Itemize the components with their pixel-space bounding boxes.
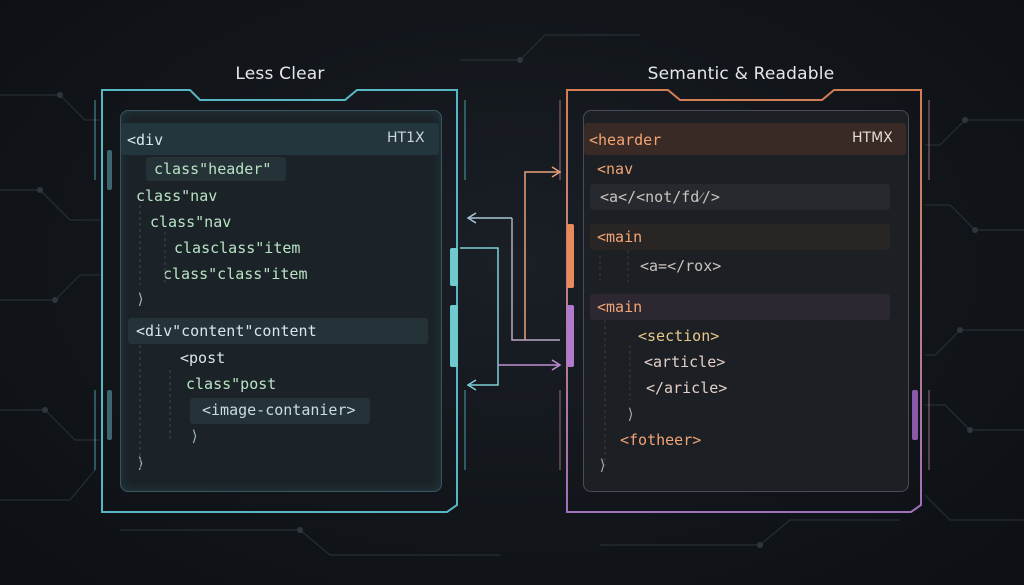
- right-code-line: ⟩: [598, 456, 608, 474]
- right-header-highlight: [584, 123, 906, 155]
- left-code-line: class"header": [154, 160, 272, 178]
- right-code-line: </aricle>: [646, 379, 728, 397]
- right-code-line: <main: [597, 228, 643, 246]
- right-code-line: <hearder: [589, 131, 662, 149]
- left-side-tab: [450, 305, 458, 367]
- right-code-line: <a=</rox>: [640, 257, 722, 275]
- right-line-highlight: [590, 224, 890, 250]
- left-line-highlight: [190, 398, 370, 424]
- left-code-line: <post: [180, 349, 226, 367]
- left-code-line: class"post: [186, 375, 277, 393]
- right-frame: [566, 89, 922, 513]
- left-line-highlight: [128, 318, 428, 344]
- right-code-line: <a</<not/fd⁄/>: [600, 188, 720, 206]
- right-code-line: <nav: [597, 160, 634, 178]
- right-side-tab: [912, 390, 918, 440]
- left-code-line: class"nav: [150, 213, 232, 231]
- right-code-line: <main: [597, 298, 643, 316]
- left-code-line: class"nav: [136, 187, 218, 205]
- right-line-highlight: [590, 294, 890, 320]
- left-code-line: ⟩: [136, 290, 146, 308]
- right-line-highlight: [590, 184, 890, 210]
- right-side-tab: [567, 305, 574, 367]
- left-code-line: <div: [127, 131, 164, 149]
- left-side-tab: [107, 150, 112, 190]
- right-code-line: <section>: [638, 327, 720, 345]
- left-code-line: clasclass"item: [174, 239, 301, 257]
- right-side-tab: [567, 224, 574, 288]
- left-side-tab: [450, 248, 458, 286]
- left-code-line: ⟩: [190, 427, 200, 445]
- right-panel-title: Semantic & Readable: [647, 64, 835, 84]
- left-code-line: ⟩: [136, 454, 146, 472]
- left-frame: [101, 89, 458, 513]
- right-code-line: <fotheer>: [620, 431, 702, 449]
- right-code-line: <article>: [644, 353, 726, 371]
- left-code-line: class"class"item: [163, 265, 308, 283]
- right-code-line: ⟩: [626, 405, 636, 423]
- right-panel-badge: HTMX: [852, 130, 893, 146]
- left-line-highlight: [146, 157, 286, 181]
- left-panel-badge: HT1X: [387, 130, 425, 146]
- left-header-highlight: [121, 123, 439, 155]
- arrow-to-right-top: [524, 171, 558, 340]
- left-code-line: <div"content"content: [136, 322, 317, 340]
- left-side-tab: [107, 390, 112, 440]
- left-panel-title: Less Clear: [235, 64, 325, 84]
- left-code-line: <image-contanier>: [202, 401, 356, 419]
